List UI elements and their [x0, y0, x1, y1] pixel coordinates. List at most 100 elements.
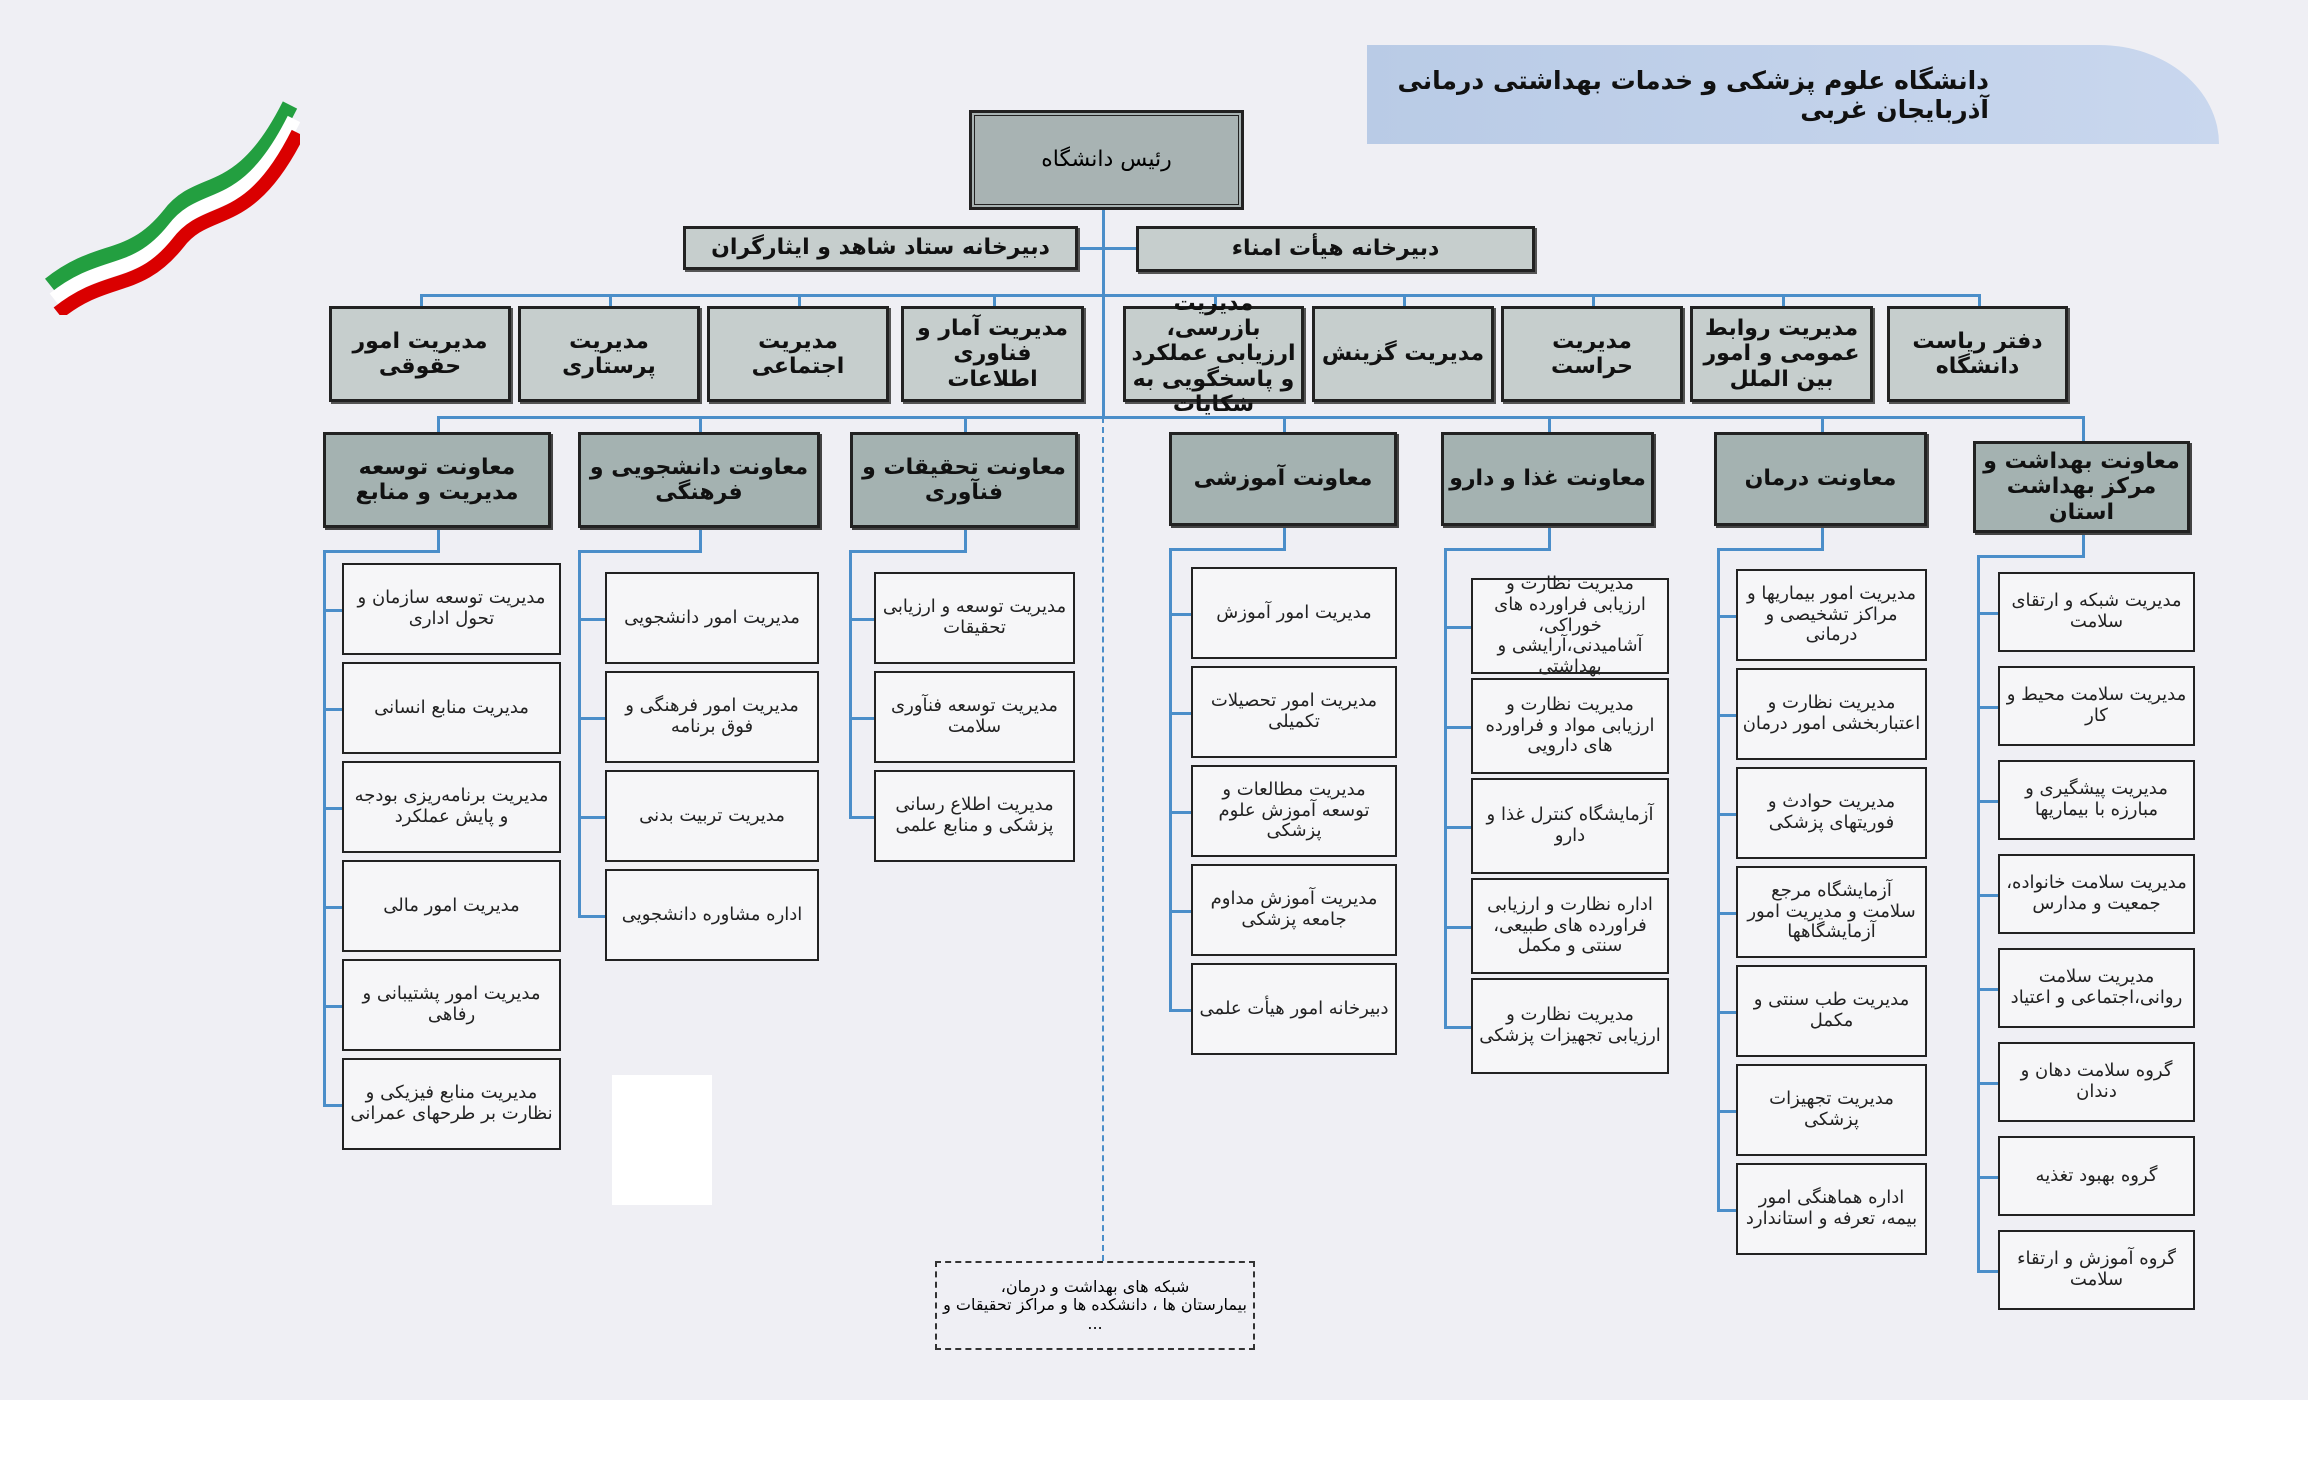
unit-box: مدیریت توسعه و ارزیابی تحقیقات [874, 572, 1075, 664]
deputy-drop-line [1547, 526, 1551, 548]
unit-box: مدیریت منابع انسانی [342, 662, 561, 754]
deputy-branch-line [1717, 548, 1824, 551]
column-trunk-line [849, 550, 852, 819]
deputy-box: معاونت دانشجویی و فرهنگی [578, 432, 820, 528]
unit-tick [578, 915, 605, 918]
unit-box: مدیریت توسعه سازمان و تحول اداری [342, 563, 561, 655]
deputy-drop-line [2081, 533, 2085, 555]
page-title: دانشگاه علوم پزشکی و خدمات بهداشتی درمان… [1367, 45, 2219, 144]
unit-box: مدیریت امور مالی [342, 860, 561, 952]
unit-box: اداره هماهنگی امور بیمه، تعرفه و استاندا… [1736, 1163, 1927, 1255]
secretariat-veterans-box: دبیرخانه ستاد شاهد و ایثارگران [683, 226, 1078, 270]
unit-tick [1977, 988, 1998, 991]
unit-box: مدیریت منابع فیزیکی و نظارت بر طرحهای عم… [342, 1058, 561, 1150]
column-trunk-line [578, 550, 581, 918]
deputy-drop-line [1820, 526, 1824, 548]
affiliates-line-1: شبکه های بهداشت و درمان، [1000, 1276, 1190, 1296]
staff-unit-box: دفتر ریاست دانشگاه [1887, 306, 2068, 402]
unit-box: مدیریت توسعه فنآوری سلامت [874, 671, 1075, 763]
affiliates-dashed-connector [1102, 417, 1104, 1261]
staff-unit-box: مدیریت بازرسی، ارزیابی عملکرد و پاسخگویی… [1123, 291, 1304, 417]
staff-tick [1213, 294, 1217, 306]
staff-tick [609, 294, 612, 306]
unit-box: مدیریت آموزش مداوم جامعه پزشکی [1191, 864, 1397, 956]
deputy-box: معاونت درمان [1714, 432, 1927, 526]
deputy-box: معاونت آموزشی [1169, 432, 1397, 526]
unit-box: مدیریت امور آموزش [1191, 567, 1397, 659]
staff-unit-box: مدیریت گزینش [1312, 306, 1494, 402]
staff-unit-box: مدیریت روابط عمومی و امور بین الملل [1690, 306, 1873, 402]
column-trunk-line [1977, 555, 1980, 1273]
unit-tick [578, 618, 605, 621]
unit-box: مدیریت نظارت و ارزیابی تجهیزات پزشکی [1471, 978, 1669, 1074]
staff-unit-box: مدیریت حراست [1501, 306, 1683, 402]
deputy-box: معاونت تحقیقات و فنآوری [850, 432, 1078, 528]
secretariat-connector [1078, 247, 1136, 250]
deputy-box: معاونت توسعه مدیریت و منابع [323, 432, 551, 528]
unit-tick [323, 1104, 342, 1107]
unit-tick [849, 816, 874, 819]
staff-tick [1403, 294, 1406, 306]
unit-box: مدیریت مطالعات و توسعه آموزش علوم پزشکی [1191, 765, 1397, 857]
unit-tick [323, 708, 342, 711]
deputy-branch-line [1444, 548, 1551, 551]
unit-box: مدیریت تربیت بدنی [605, 770, 819, 862]
unit-tick [1717, 714, 1736, 717]
unit-box: مدیریت سلامت محیط و کار [1998, 666, 2195, 746]
unit-tick [1977, 1270, 1998, 1273]
deputy-tick [1820, 416, 1824, 432]
staff-unit-box: مدیریت امور حقوقی [329, 306, 511, 402]
deputy-branch-line [1977, 555, 2085, 558]
unit-tick [323, 609, 342, 612]
unit-box: آزمایشگاه کنترل غذا و دارو [1471, 778, 1669, 874]
unit-box: مدیریت امور دانشجویی [605, 572, 819, 664]
unit-box: مدیریت امور فرهنگی و فوق برنامه [605, 671, 819, 763]
unit-box: مدیریت امور بیماریها و مراکز تشخیصی و در… [1736, 569, 1927, 661]
unit-box: مدیریت پیشگیری و مبارزه با بیماریها [1998, 760, 2195, 840]
staff-tick [798, 294, 801, 306]
staff-tick [992, 294, 996, 306]
unit-box: اداره نظارت و ارزیابی فراورده های طبیعی،… [1471, 878, 1669, 974]
unit-box: مدیریت برنامه‌ریزی بودجه و پایش عملکرد [342, 761, 561, 853]
unit-tick [323, 906, 342, 909]
unit-tick [1717, 1209, 1736, 1212]
iran-flag-ribbon-icon [45, 101, 300, 315]
unit-tick [1169, 910, 1191, 913]
unit-tick [1977, 800, 1998, 803]
column-trunk-line [323, 550, 326, 1107]
unit-tick [1444, 926, 1471, 929]
unit-box: مدیریت نظارت و ارزیابی مواد و فراورده ها… [1471, 678, 1669, 774]
unit-box: گروه بهبود تغذیه [1998, 1136, 2195, 1216]
unit-tick [1717, 813, 1736, 816]
unit-box: گروه آموزش و ارتقاء سلامت [1998, 1230, 2195, 1310]
unit-box: مدیریت طب سنتی و مکمل [1736, 965, 1927, 1057]
staff-tick [1781, 294, 1785, 306]
unit-box: مدیریت امور تحصیلات تکمیلی [1191, 666, 1397, 758]
unit-tick [1717, 1110, 1736, 1113]
affiliates-box: شبکه های بهداشت و درمان، بیمارستان ها ، … [935, 1261, 1255, 1350]
deputy-drop-line [437, 528, 440, 550]
unit-box: اداره مشاوره دانشجویی [605, 869, 819, 961]
unit-box: مدیریت سلامت روانی،اجتماعی و اعتیاد [1998, 948, 2195, 1028]
column-trunk-line [1717, 548, 1720, 1212]
deputy-tick [437, 416, 440, 432]
unit-tick [1169, 1009, 1191, 1012]
secretariat-trustees-box: دبیرخانه هیأت امناء [1136, 226, 1535, 272]
unit-box: مدیریت نظارت و اعتباربخشی امور درمان [1736, 668, 1927, 760]
unit-tick [1444, 826, 1471, 829]
unit-tick [1717, 1011, 1736, 1014]
deputy-branch-line [578, 550, 702, 553]
unit-box: مدیریت شبکه و ارتقای سلامت [1998, 572, 2195, 652]
deputy-tick [964, 416, 967, 432]
deputy-tick [1547, 416, 1551, 432]
unit-tick [849, 618, 874, 621]
unit-tick [1977, 894, 1998, 897]
unit-box: مدیریت حوادث و فوریتهای پزشکی [1736, 767, 1927, 859]
staff-tick [420, 294, 423, 306]
staff-unit-box: مدیریت آمار و فناوری اطلاعات [901, 306, 1084, 402]
deputy-branch-line [1169, 548, 1286, 551]
unit-tick [1444, 626, 1471, 629]
unit-tick [323, 807, 342, 810]
unit-tick [578, 717, 605, 720]
deputy-drop-line [964, 528, 967, 550]
